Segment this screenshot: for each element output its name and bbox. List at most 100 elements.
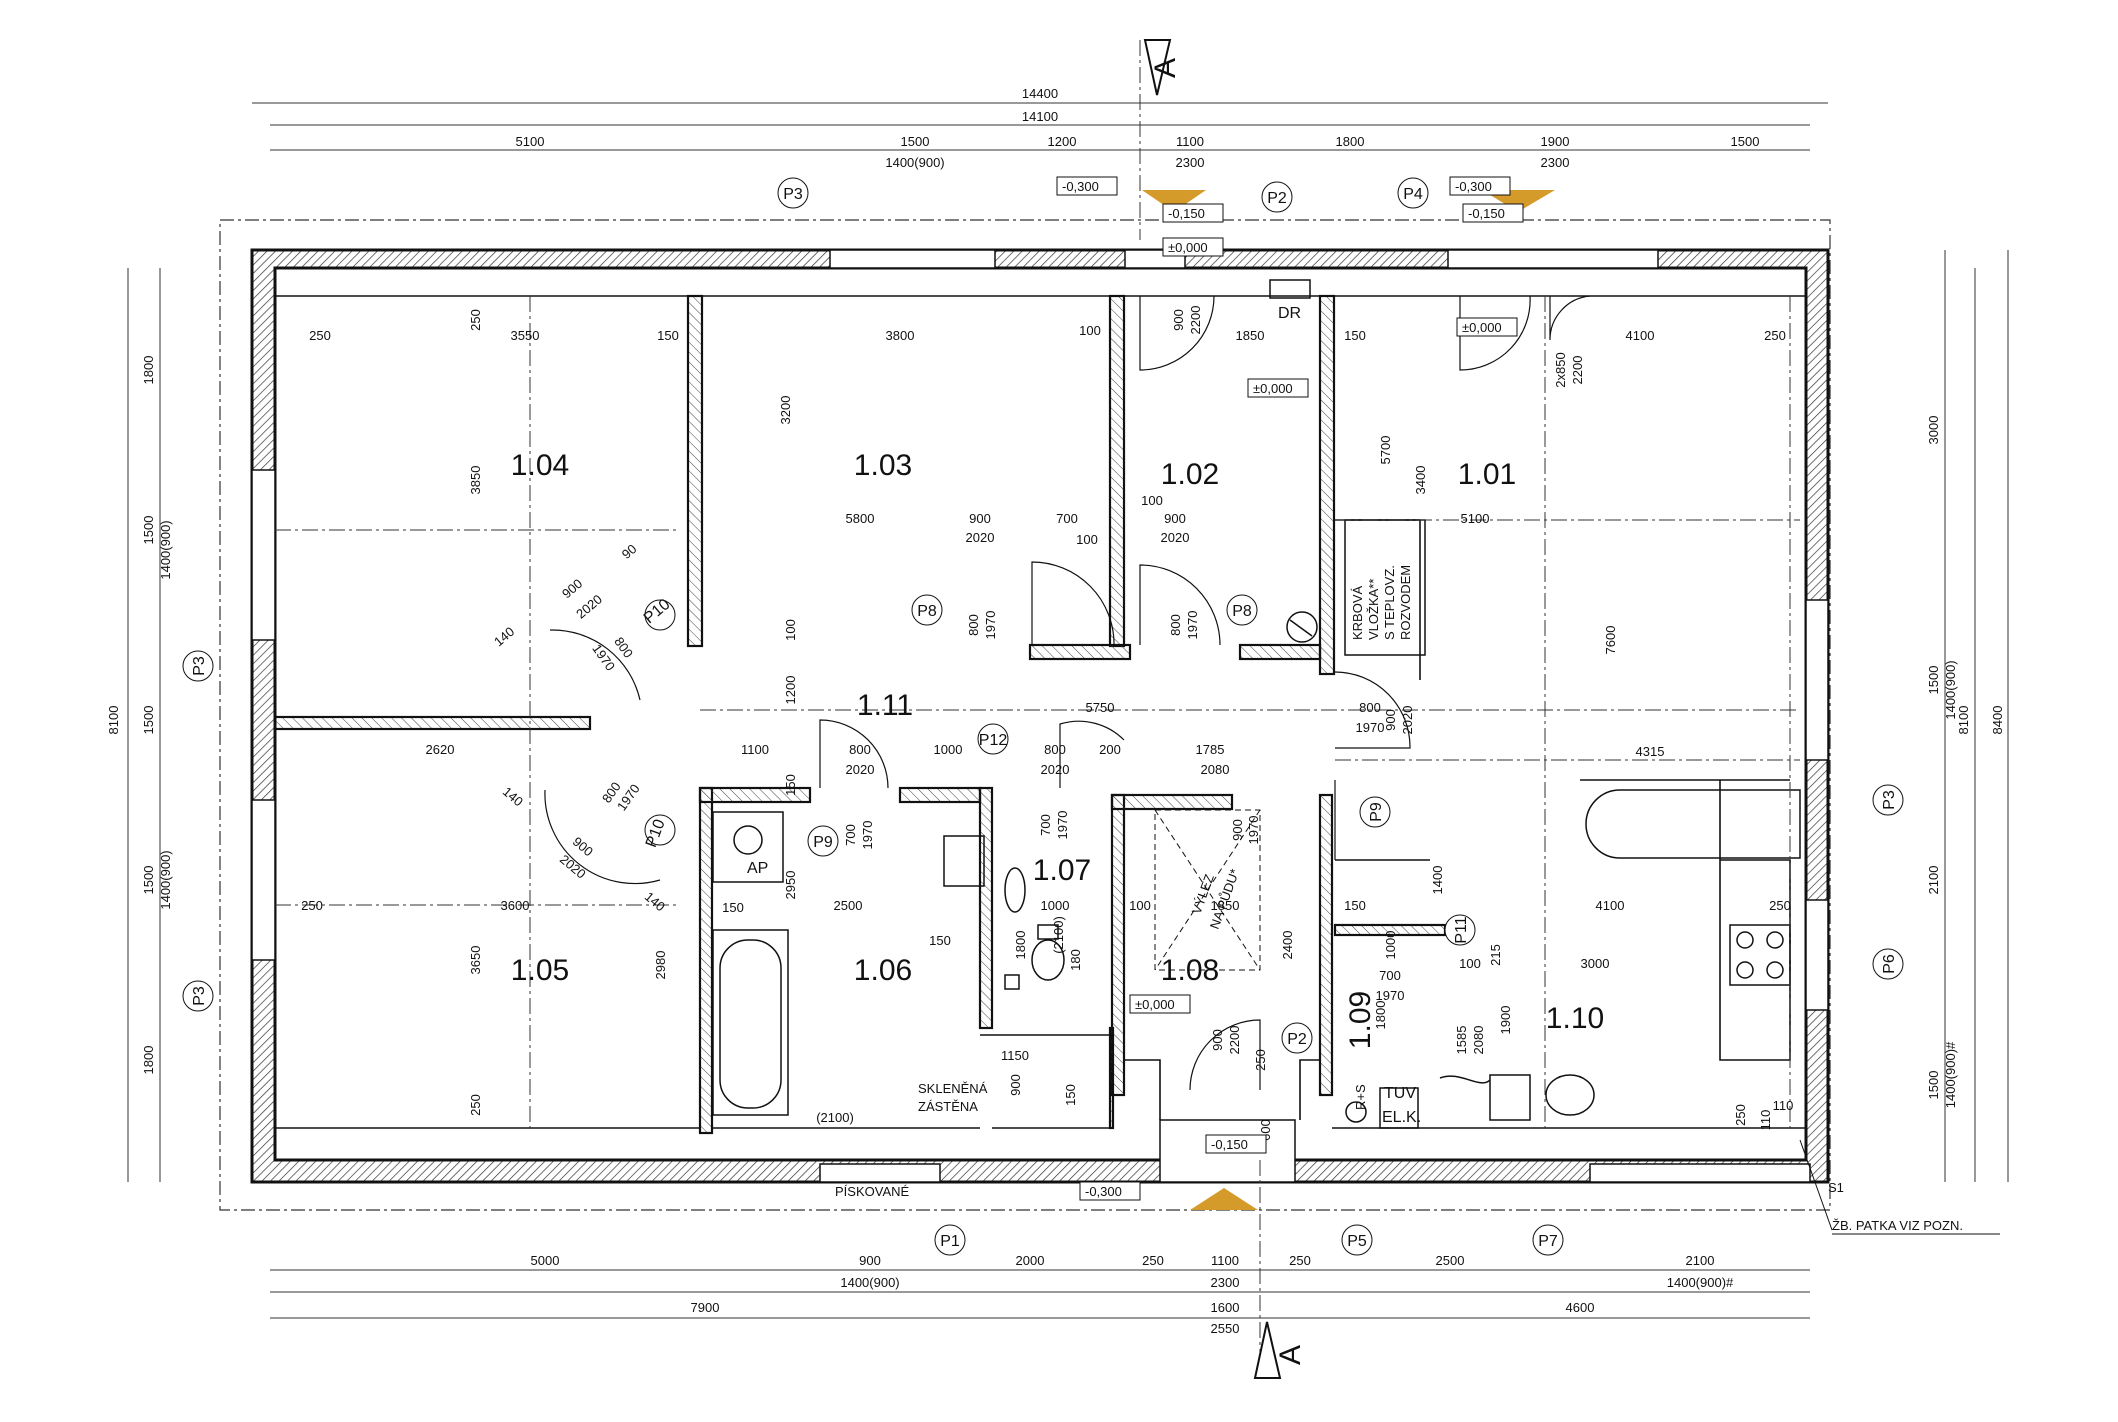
- interior-dim: 110: [1758, 1110, 1773, 1131]
- interior-dim: 1970: [1356, 720, 1385, 735]
- level-box: ±0,000: [1129, 994, 1191, 1014]
- interior-dim: 1970: [860, 821, 875, 850]
- dim-bottom: 2100: [1686, 1253, 1715, 1268]
- dim-bottom: 1100: [1211, 1253, 1239, 1268]
- interior-dim: 3600: [501, 898, 530, 913]
- tag-p8: P8: [911, 594, 943, 626]
- interior-dim: 250: [1764, 328, 1786, 343]
- svg-text:P8: P8: [917, 603, 937, 620]
- svg-text:±0,000: ±0,000: [1135, 997, 1175, 1012]
- interior-dim: 5100: [1461, 511, 1490, 526]
- interior-dim: 150: [657, 328, 679, 343]
- interior-dim: 140: [500, 784, 526, 809]
- interior-dim: 1970: [1246, 816, 1261, 845]
- axis-lines: [275, 40, 1800, 1370]
- interior-dim: 1000: [1383, 931, 1398, 960]
- tuv-box: [1379, 1087, 1419, 1129]
- dim-top: 1200: [1048, 134, 1077, 149]
- interior-dim: 150: [1344, 898, 1366, 913]
- section-marker-top: A: [1143, 39, 1182, 96]
- interior-dim: 2620: [426, 742, 455, 757]
- interior-dim: 250: [468, 1094, 483, 1116]
- interior-dim: 700: [843, 824, 858, 846]
- interior-dim: 2400: [1280, 931, 1295, 960]
- interior-dim: 1800: [1373, 1001, 1388, 1030]
- tag-p8: P8: [1226, 594, 1258, 626]
- footing-outline: [219, 219, 1831, 1211]
- tag-p3: P3: [182, 980, 214, 1012]
- dim-right: 8100: [1956, 706, 1971, 735]
- interior-dim: 3800: [886, 328, 915, 343]
- svg-text:±0,000: ±0,000: [1462, 320, 1502, 335]
- interior-dim: 1000: [1041, 898, 1070, 913]
- interior-dim: 100: [1129, 898, 1151, 913]
- svg-text:P2: P2: [1267, 190, 1287, 207]
- tag-p2: P2: [1281, 1022, 1313, 1054]
- dim-right: 1500: [1926, 1071, 1941, 1100]
- svg-text:P6: P6: [1881, 954, 1898, 974]
- room-label-1-11: 1.11: [857, 689, 913, 722]
- svg-text:KRBOVÁ: KRBOVÁ: [1350, 585, 1365, 640]
- interior-dim: 4315: [1636, 744, 1665, 759]
- interior-dim: 2020: [1400, 706, 1415, 735]
- dim-top: 14100: [1022, 109, 1058, 124]
- s1-label: S1: [1828, 1180, 1844, 1195]
- ap-label: AP: [747, 860, 768, 877]
- dim-left: 1800: [141, 356, 156, 385]
- window-tags: P1 P2 P2 P3 P3 P3 P3 P4 P5 P6 P7 P8 P8 P…: [182, 177, 1904, 1256]
- interior-dim: 900: [1164, 511, 1186, 526]
- interior-dim: (2100): [1051, 916, 1066, 954]
- elk-label: EL.K.: [1382, 1109, 1421, 1126]
- dim-top: 1500: [901, 134, 930, 149]
- interior-dim: 1850: [1211, 898, 1240, 913]
- fireplace-box: [1269, 279, 1426, 656]
- dim-bottom: 900: [859, 1253, 881, 1268]
- room-label-1-08: 1.08: [1161, 954, 1219, 987]
- tag-p3: P3: [777, 177, 809, 209]
- level-box: -0,150: [1462, 203, 1524, 223]
- svg-text:P3: P3: [191, 656, 208, 676]
- dim-bottom: 4600: [1566, 1300, 1595, 1315]
- svg-text:±0,000: ±0,000: [1253, 381, 1293, 396]
- interior-dim: 2080: [1201, 762, 1230, 777]
- svg-text:P5: P5: [1347, 1233, 1367, 1250]
- interior-dim: 1800: [1013, 931, 1028, 960]
- dim-right: 2100: [1926, 866, 1941, 895]
- sand-label: PÍSKOVANÉ: [835, 1184, 910, 1199]
- interior-dim: 900: [1171, 309, 1186, 331]
- interior-dims: 250 3550 150 3800 100 1850 150 4100 250 …: [301, 306, 1793, 1141]
- interior-dim: 2020: [1041, 762, 1070, 777]
- dim-top: 1100: [1176, 134, 1204, 149]
- interior-dim: 100: [783, 619, 798, 641]
- fireplace-label: KRBOVÁ VLOŽKA** S TEPLOVZ. ROZVODEM: [1350, 565, 1413, 640]
- tag-p7: P7: [1532, 1224, 1564, 1256]
- interior-dim: 250: [468, 309, 483, 331]
- interior-dim: 4100: [1596, 898, 1625, 913]
- dim-left: 1500: [141, 516, 156, 545]
- level-box: -0,300: [1056, 176, 1118, 196]
- tag-p12: P12: [977, 723, 1009, 755]
- interior-dim: 250: [301, 898, 323, 913]
- svg-text:P3: P3: [1881, 790, 1898, 810]
- interior-dim: 3200: [778, 396, 793, 425]
- dim-top: 1900: [1541, 134, 1570, 149]
- dim-left: 1400(900): [158, 850, 173, 909]
- dim-right: 3000: [1926, 416, 1941, 445]
- interior-dim: 100: [1076, 532, 1098, 547]
- interior-dim: 90: [619, 541, 640, 562]
- tag-p6: P6: [1872, 948, 1904, 980]
- bathroom-fixtures: [712, 811, 1595, 1129]
- level-box: ±0,000: [1247, 378, 1309, 398]
- tag-p3: P3: [1872, 784, 1904, 816]
- dims-right: 3000 1500 1400(900) 8100 8400 2100 1500 …: [1926, 416, 2005, 1109]
- interior-dim: 900: [1230, 819, 1245, 841]
- level-box: -0,300: [1079, 1181, 1141, 1201]
- svg-text:-0,150: -0,150: [1211, 1137, 1248, 1152]
- sink-icon: [943, 835, 985, 887]
- interior-dim: 800: [966, 614, 981, 636]
- interior-dim: 2020: [1161, 530, 1190, 545]
- interior-dim: 110: [1773, 1098, 1794, 1113]
- interior-dim: 4100: [1626, 328, 1655, 343]
- interior-dim: 700: [1056, 511, 1078, 526]
